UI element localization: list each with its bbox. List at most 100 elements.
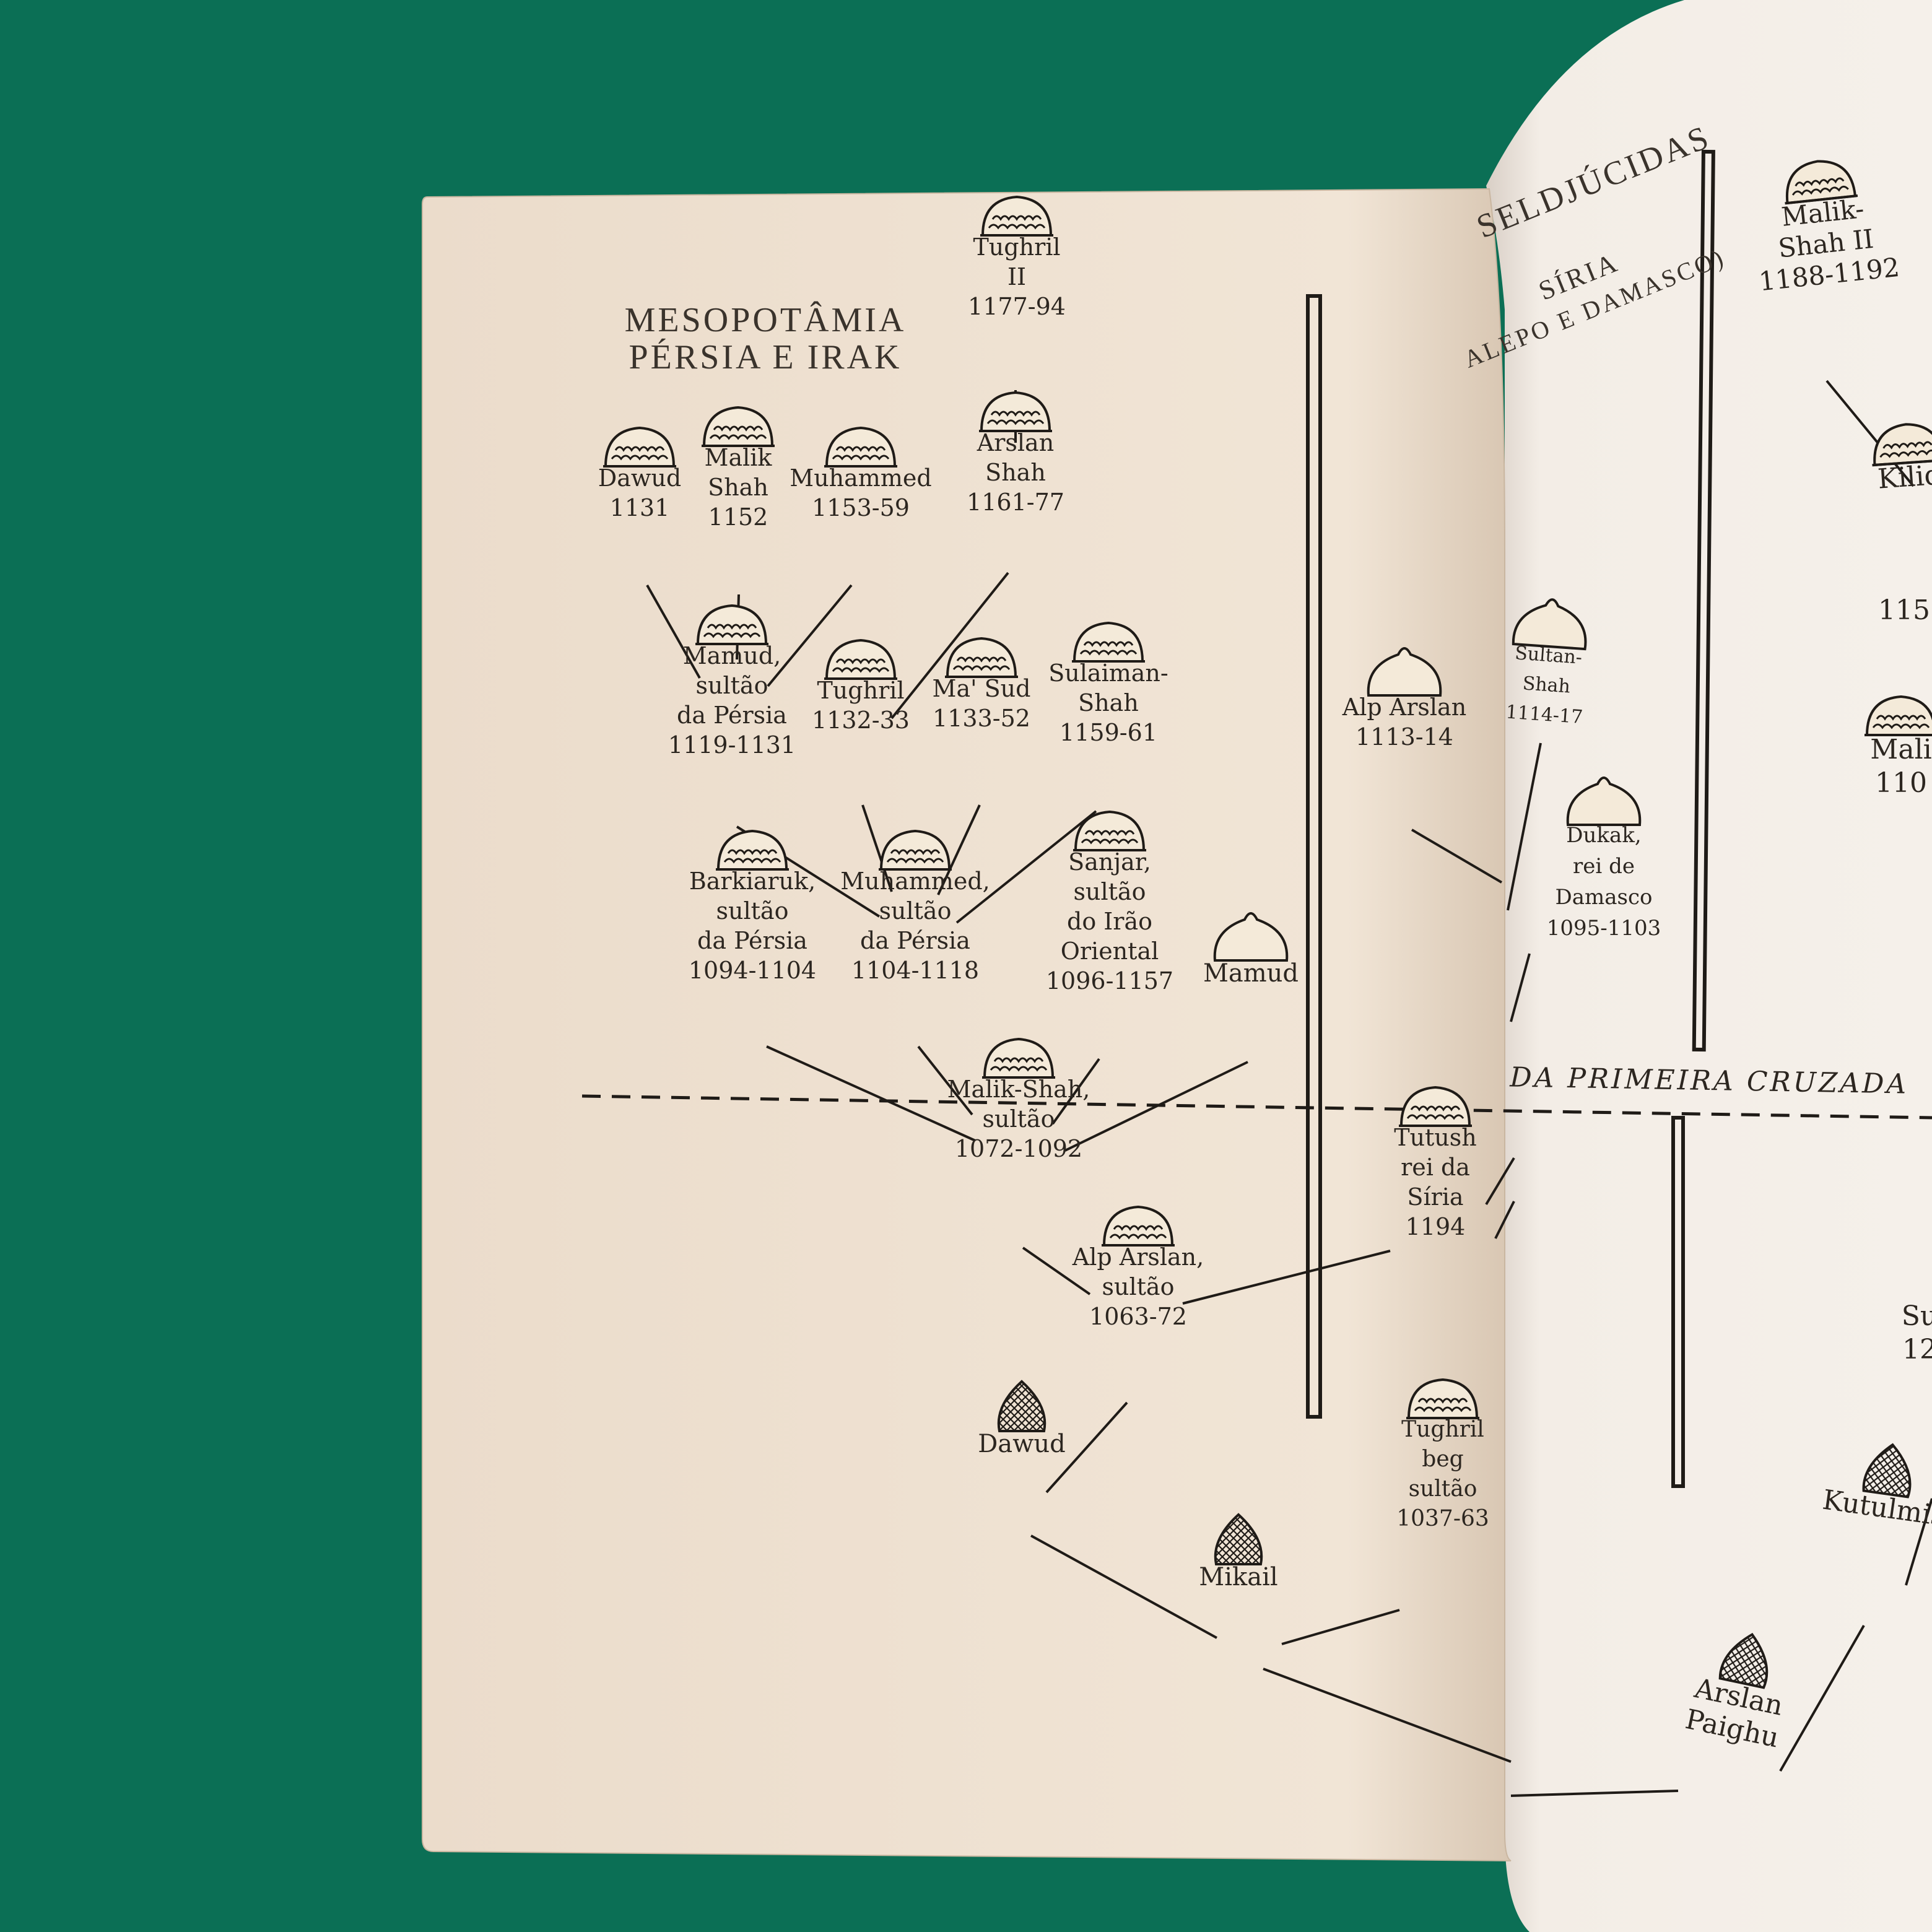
node-label: 115 — [1878, 594, 1930, 626]
node-label: Muhammed — [790, 464, 931, 492]
node-label: Alp Arslan — [1342, 694, 1466, 721]
node-label: 1131 — [610, 494, 670, 521]
node-label: Dukak, — [1566, 823, 1641, 848]
node-label: da Pérsia — [860, 927, 970, 954]
node-label: sultão — [1409, 1476, 1477, 1502]
node-label: rei da — [1401, 1154, 1470, 1181]
node-label: 1104-1118 — [851, 957, 979, 984]
node-label: 1113-14 — [1355, 723, 1453, 751]
page-title-line-2: PÉRSIA E IRAK — [629, 338, 902, 376]
node-label: Shah — [1522, 672, 1571, 697]
connector-lines — [646, 380, 1932, 1797]
node-label: Su — [1902, 1300, 1932, 1332]
divider-bar-right — [1692, 149, 1715, 1052]
node-label: Kilid — [1877, 459, 1932, 495]
node-label: Tughril — [1401, 1417, 1484, 1442]
node-label: 1072-1092 — [955, 1135, 1082, 1162]
node-label: Shah — [985, 459, 1046, 486]
node-masud: Ma' Sud 1133-52 — [933, 637, 1031, 732]
node-label: 1114-17 — [1505, 701, 1584, 728]
node-label: Sanjar, — [1068, 848, 1151, 876]
node-label: Malik-Shah, — [947, 1076, 1090, 1103]
node-label: do Irão — [1067, 908, 1152, 935]
node-label: da Pérsia — [697, 927, 807, 954]
node-mikail: Mikail — [1199, 1513, 1278, 1591]
node-label: 1153-59 — [812, 494, 910, 521]
dome-icon — [1566, 777, 1642, 826]
node-alparslan1063: Alp Arslan,sultão 1063-72 — [1072, 1205, 1204, 1330]
node-kilidj_year: 115 — [1878, 594, 1930, 626]
node-tughril1132: Tughril 1132-33 — [812, 638, 910, 734]
node-label: 1161-77 — [967, 489, 1064, 516]
node-label: Alp Arslan, — [1072, 1243, 1204, 1271]
node-kilidj: Kilid — [1872, 423, 1932, 495]
node-label: Shah — [1078, 689, 1139, 716]
node-label: sultão — [696, 672, 768, 699]
node-label: Malik — [705, 444, 773, 471]
node-label: sultão — [1074, 878, 1146, 905]
node-label: sultão — [983, 1105, 1055, 1133]
node-label: sultão — [879, 897, 952, 925]
node-label: Síria — [1407, 1183, 1463, 1211]
node-label: 1194 — [1406, 1213, 1466, 1240]
dome-icon — [1512, 598, 1587, 651]
node-label: 1152 — [708, 503, 768, 531]
node-label: Sulaiman- — [1048, 659, 1168, 687]
node-label: Damasco — [1555, 885, 1652, 910]
node-label: 12 — [1902, 1334, 1932, 1365]
page-title-line-1: MESOPOTÂMIA — [625, 301, 907, 339]
divider-bar-left — [1306, 294, 1322, 1419]
node-label: 110 — [1875, 767, 1927, 799]
node-label: Shah — [708, 474, 768, 501]
hatched-dome-icon — [997, 1380, 1046, 1432]
node-label: sultão — [1102, 1273, 1175, 1300]
node-label: 1063-72 — [1089, 1303, 1187, 1330]
node-mamud: Mamud — [1203, 912, 1299, 988]
node-label: Oriental — [1061, 938, 1159, 965]
node-label: Muhammed, — [840, 868, 990, 895]
hatched-dome-icon — [1214, 1513, 1263, 1565]
node-label: 1133-52 — [933, 705, 1030, 732]
node-label: Arslan — [977, 429, 1054, 456]
right-page — [1486, 0, 1932, 1932]
node-label: Tughril — [817, 677, 904, 704]
node-label: Dawud — [598, 464, 681, 492]
node-label: II — [1007, 263, 1026, 290]
node-label: Barkiaruk, — [689, 868, 816, 895]
node-label: 1037-63 — [1396, 1506, 1489, 1531]
node-label: 1094-1104 — [689, 957, 816, 984]
node-label: 1096-1157 — [1046, 967, 1173, 994]
left-page — [422, 188, 1512, 1861]
crusade-label: DA PRIMEIRA CRUZADA — [1509, 1061, 1909, 1100]
hatched-dome-icon — [1718, 1632, 1769, 1689]
node-label: Ma' Sud — [933, 675, 1031, 702]
node-label: Mali — [1870, 734, 1931, 765]
node-label: Dawud — [978, 1430, 1066, 1458]
dome-icon — [1213, 912, 1289, 962]
node-label: rei de — [1573, 854, 1635, 879]
node-label: Mikail — [1199, 1563, 1277, 1591]
node-label: Tutush — [1394, 1124, 1477, 1151]
node-label: 1132-33 — [812, 707, 910, 734]
hatched-dome-icon — [1862, 1443, 1912, 1499]
node-label: 1177-94 — [968, 293, 1066, 320]
crusade-dashed-line — [581, 1094, 1932, 1120]
node-label: beg — [1422, 1447, 1463, 1472]
node-label: da Pérsia — [677, 702, 787, 729]
